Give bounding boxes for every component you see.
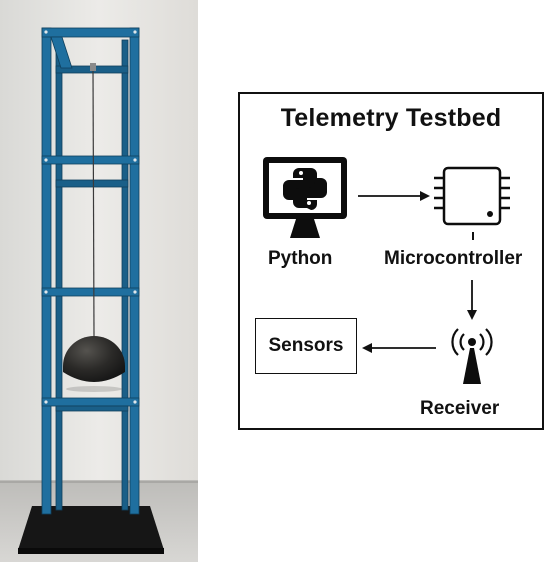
flow-arrows: [358, 191, 477, 353]
python-monitor-icon: [263, 157, 347, 238]
receiver-antenna-icon: [451, 328, 493, 384]
suspension-cable: [92, 67, 95, 337]
python-label: Python: [268, 248, 333, 269]
pendulum-weight: [63, 336, 125, 382]
sensors-label: Sensors: [268, 335, 344, 356]
diagram-title: Telemetry Testbed: [280, 104, 502, 132]
test-rig-photo: [0, 0, 198, 562]
microcontroller-label: Microcontroller: [384, 248, 523, 269]
microcontroller-chip-icon: [434, 166, 510, 226]
base-plate: [18, 506, 164, 550]
receiver-label: Receiver: [420, 398, 500, 419]
sensors-node: Sensors: [255, 318, 357, 374]
telemetry-diagram: Telemetry Testbed Python Microcontroller: [238, 92, 544, 430]
